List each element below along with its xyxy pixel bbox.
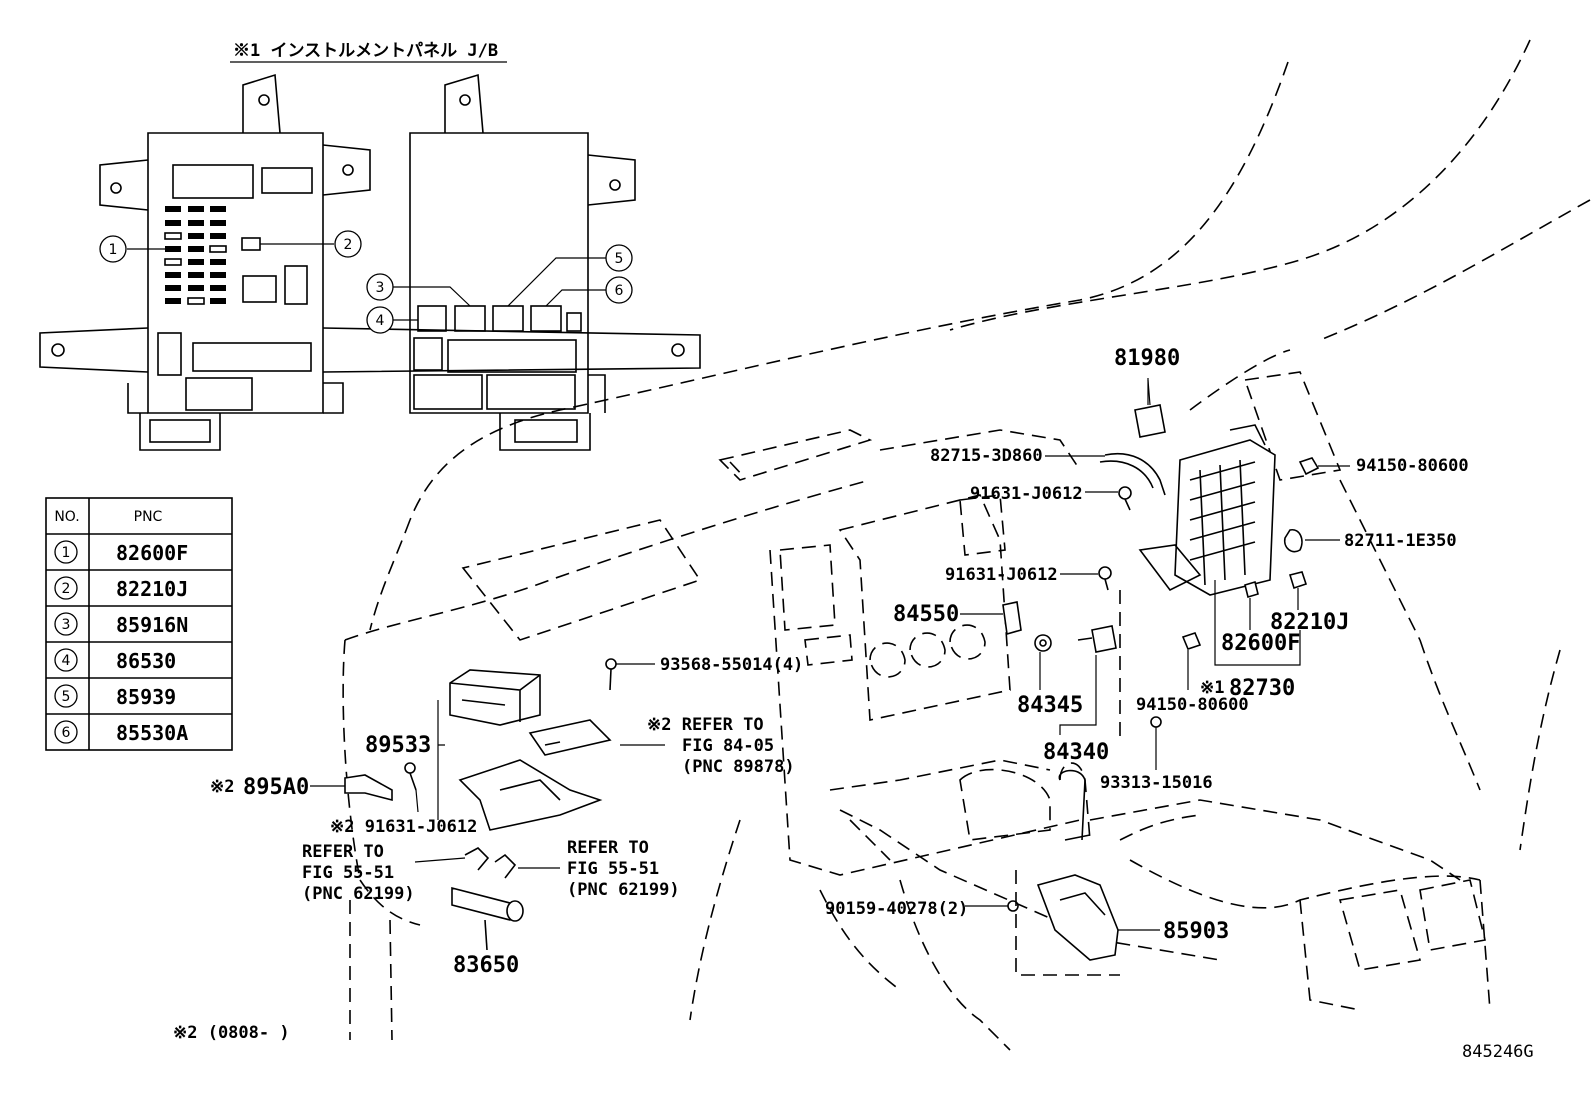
table-row: 5 85939 xyxy=(54,684,176,709)
svg-text:REFER TO: REFER TO xyxy=(302,842,384,862)
callout-2: 2 xyxy=(260,230,362,258)
svg-text:3: 3 xyxy=(376,280,385,296)
ref-fig-55-51-right: REFER TO FIG 55-51 (PNC 62199) xyxy=(567,838,680,900)
label-82600f: 82600F xyxy=(1221,631,1300,656)
label-895a0-mark: ※2 xyxy=(210,777,234,797)
callout-6: 6 xyxy=(545,276,633,307)
label-93568-55014: 93568-55014(4) xyxy=(660,655,803,675)
svg-text:5: 5 xyxy=(615,251,624,267)
relay-81980 xyxy=(1134,379,1166,438)
label-84345: 84345 xyxy=(1017,693,1083,718)
svg-text:85530A: 85530A xyxy=(116,721,188,745)
svg-text:(PNC 62199): (PNC 62199) xyxy=(567,880,680,900)
svg-text:(PNC 62199): (PNC 62199) xyxy=(302,884,415,904)
svg-text:85939: 85939 xyxy=(116,685,176,709)
label-85903: 85903 xyxy=(1163,919,1229,944)
bracket-82715 xyxy=(1099,453,1166,496)
callout-1: 1 xyxy=(99,235,165,263)
clip-91631-lower xyxy=(1098,566,1112,591)
sensor-84550 xyxy=(1002,601,1022,636)
label-93313-15016: 93313-15016 xyxy=(1100,773,1213,793)
bracket-89533 xyxy=(458,719,612,831)
svg-text:4: 4 xyxy=(376,313,385,329)
table-row: 1 82600F xyxy=(54,540,188,565)
label-83650: 83650 xyxy=(453,953,519,978)
callout-5: 5 xyxy=(507,244,633,307)
svg-text:86530: 86530 xyxy=(116,649,176,673)
label-94150-80600-lower: 94150-80600 xyxy=(1136,695,1249,715)
svg-text:※2 REFER TO: ※2 REFER TO xyxy=(647,715,764,735)
svg-text:(PNC 89878): (PNC 89878) xyxy=(682,757,795,777)
svg-text:85916N: 85916N xyxy=(116,613,188,637)
clips-62199 xyxy=(464,847,517,879)
svg-text:FIG 55-51: FIG 55-51 xyxy=(567,859,659,879)
callout-4: 4 xyxy=(366,306,418,334)
cigarette-lighter-83650 xyxy=(451,886,524,951)
nut-94150-lower xyxy=(1181,632,1202,650)
table-row: 2 82210J xyxy=(54,576,188,601)
label-91631-j0612-middle: 91631-J0612 xyxy=(945,565,1058,585)
clip-82600f xyxy=(1244,580,1259,599)
pnc-table: NO. PNC 1 82600F 2 82210J 3 85916N 4 865… xyxy=(45,497,233,751)
table-row: 3 85916N xyxy=(54,612,188,637)
callout-3: 3 xyxy=(366,273,471,307)
leader-lines xyxy=(310,378,1350,976)
label-89533: 89533 xyxy=(365,733,431,758)
svg-text:1: 1 xyxy=(62,545,71,561)
table-row: 6 85530A xyxy=(54,720,188,745)
label-90159-40278: 90159-40278(2) xyxy=(825,899,968,919)
svg-text:REFER TO: REFER TO xyxy=(567,838,649,858)
svg-text:2: 2 xyxy=(62,581,71,597)
label-82730-mark: ※1 xyxy=(1200,678,1224,698)
cap-82711 xyxy=(1283,529,1303,553)
figure-code: 845246G xyxy=(1462,1042,1534,1062)
table-header-no: NO. xyxy=(54,509,79,525)
svg-text:1: 1 xyxy=(109,242,118,258)
junction-block-assembly xyxy=(1138,424,1276,596)
label-81980: 81980 xyxy=(1114,346,1180,371)
module-89533 xyxy=(449,669,541,726)
label-82210j: 82210J xyxy=(1270,610,1349,635)
jb-title: ※1 インストルメントパネル J/B xyxy=(233,41,498,61)
ref-fig-55-51-left: REFER TO FIG 55-51 (PNC 62199) xyxy=(302,842,415,904)
label-82711-1e350: 82711-1E350 xyxy=(1344,531,1457,551)
svg-text:6: 6 xyxy=(62,725,71,741)
clip-91631-upper xyxy=(1118,486,1132,511)
label-82715-3d860: 82715-3D860 xyxy=(930,446,1043,466)
svg-text:5: 5 xyxy=(62,689,71,705)
svg-text:FIG 84-05: FIG 84-05 xyxy=(682,736,774,756)
clip-91631-left xyxy=(404,762,417,791)
sensor-895a0 xyxy=(344,774,393,802)
label-91631-j0612-left: ※2 91631-J0612 xyxy=(330,817,477,837)
svg-text:FIG 55-51: FIG 55-51 xyxy=(302,863,394,883)
switch-84340 xyxy=(1034,625,1117,653)
junction-block-front xyxy=(39,73,701,451)
svg-text:2: 2 xyxy=(344,237,353,253)
label-84550: 84550 xyxy=(893,602,959,627)
shift-lever xyxy=(1058,769,1091,841)
label-84340: 84340 xyxy=(1043,740,1109,765)
switch-85903 xyxy=(1036,874,1119,961)
screw-93568 xyxy=(605,658,617,691)
relay-82210j xyxy=(1288,571,1308,590)
ref-fig-84-05: ※2 REFER TO FIG 84-05 (PNC 89878) xyxy=(647,715,795,777)
nut-94150-upper xyxy=(1298,457,1320,476)
footnote: ※2 (0808- ) xyxy=(173,1023,290,1043)
svg-text:3: 3 xyxy=(62,617,71,633)
screw-93313 xyxy=(1150,716,1162,728)
label-91631-j0612-upper: 91631-J0612 xyxy=(970,484,1083,504)
svg-text:4: 4 xyxy=(62,653,71,669)
junction-block-rear xyxy=(409,73,636,451)
label-94150-80600-upper: 94150-80600 xyxy=(1356,456,1469,476)
svg-text:6: 6 xyxy=(615,283,624,299)
table-row: 4 86530 xyxy=(54,648,176,673)
label-82730: 82730 xyxy=(1229,676,1295,701)
svg-text:82600F: 82600F xyxy=(116,541,188,565)
table-header-pnc: PNC xyxy=(134,509,163,525)
label-895a0: 895A0 xyxy=(243,775,309,800)
svg-text:82210J: 82210J xyxy=(116,577,188,601)
fuse-grid-front xyxy=(164,206,227,305)
